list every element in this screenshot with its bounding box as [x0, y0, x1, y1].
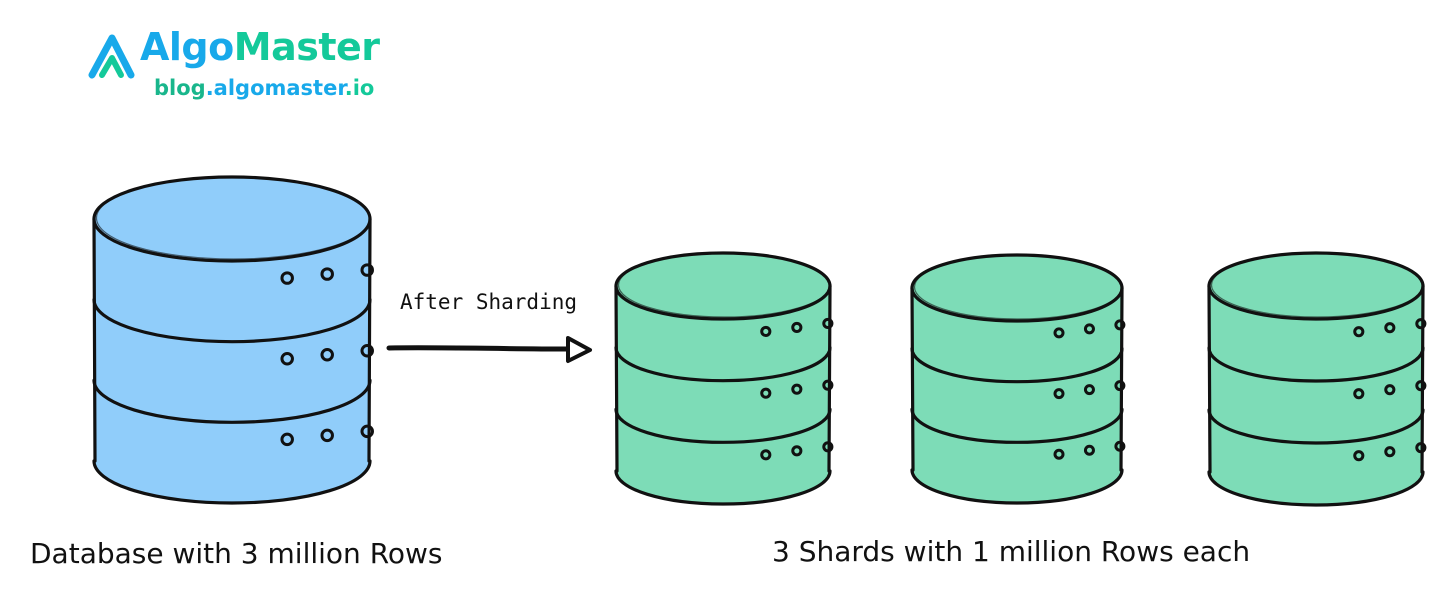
- shard-1-indicator-dot: [822, 379, 834, 391]
- shard-2-indicator-dot: [1083, 323, 1095, 335]
- source-database-indicator-dot: [280, 432, 294, 447]
- source-database-indicator-dot: [320, 267, 334, 281]
- shard-2-indicator-dot: [1114, 319, 1126, 331]
- shard-1-indicator-dot: [760, 387, 772, 399]
- source-database-caption: Database with 3 million Rows: [30, 537, 443, 570]
- shard-1-indicator-dot: [822, 317, 834, 330]
- source-database-indicator-dot: [280, 351, 294, 366]
- shard-1-indicator-dot: [822, 441, 834, 453]
- shard-3-indicator-dot: [1384, 446, 1396, 458]
- shard-2-indicator-dot: [1083, 384, 1095, 396]
- shard-database-icon-2: [910, 253, 1126, 505]
- shard-3-indicator-dot: [1415, 380, 1427, 392]
- brand-name-part1: Algo: [140, 25, 234, 69]
- source-database-indicator-dot: [360, 263, 374, 277]
- shard-1-indicator-dot: [791, 321, 803, 334]
- shard-1-indicator-dot: [760, 449, 772, 461]
- shard-1-indicator-dot: [760, 325, 772, 338]
- shard-1-indicator-dot: [791, 383, 803, 395]
- shard-2-indicator-dot: [1114, 440, 1126, 452]
- source-database-indicator-dot: [280, 271, 294, 285]
- shard-3-indicator-dot: [1384, 384, 1396, 396]
- brand-name-part2: Master: [233, 25, 380, 69]
- shard-2-indicator-dot: [1083, 444, 1095, 456]
- brand-url-part1: blog: [154, 76, 206, 100]
- source-database-indicator-dot: [360, 424, 374, 439]
- shard-2-indicator-dot: [1053, 327, 1065, 339]
- shard-2-indicator-dot: [1114, 380, 1126, 392]
- source-database-indicator-dot: [320, 428, 334, 443]
- source-database-indicator-dot: [360, 343, 374, 358]
- source-database-icon: [92, 175, 374, 505]
- brand-url-part3: .io: [344, 76, 375, 100]
- algomaster-logo-icon: [88, 34, 135, 79]
- shard-3-indicator-dot: [1415, 318, 1427, 330]
- shard-3-indicator-dot: [1353, 326, 1365, 338]
- brand-url-part2: .algomaster: [205, 76, 345, 100]
- brand-name: AlgoMaster: [140, 28, 380, 66]
- shard-3-indicator-dot: [1353, 388, 1365, 400]
- shard-2-indicator-dot: [1053, 388, 1065, 400]
- shard-database-icon-3: [1207, 251, 1427, 507]
- shard-3-indicator-dot: [1384, 322, 1396, 334]
- brand-url: blog.algomaster.io: [154, 78, 374, 99]
- shards-caption: 3 Shards with 1 million Rows each: [772, 535, 1251, 568]
- right-arrow-icon: [386, 336, 592, 363]
- arrow-label: After Sharding: [400, 290, 578, 314]
- shard-2-indicator-dot: [1053, 448, 1065, 460]
- source-database-indicator-dot: [320, 347, 334, 362]
- shard-1-indicator-dot: [791, 445, 803, 457]
- shard-3-indicator-dot: [1415, 442, 1427, 454]
- shard-database-icon-1: [614, 251, 834, 506]
- shard-3-indicator-dot: [1353, 450, 1365, 462]
